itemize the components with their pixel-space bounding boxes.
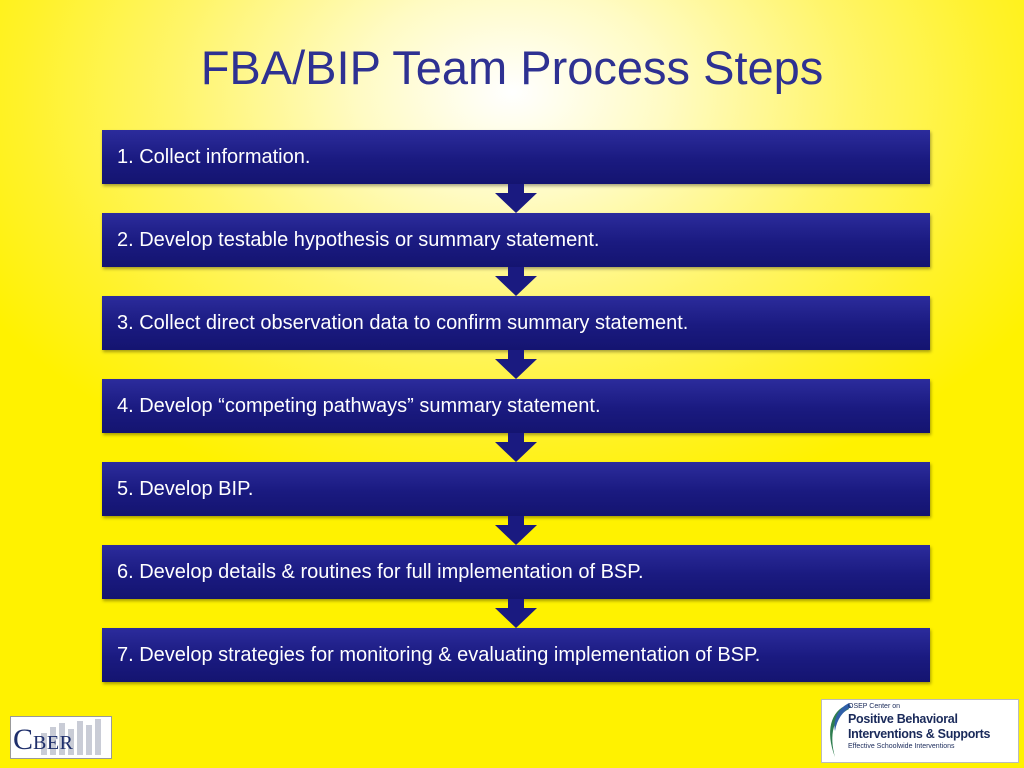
step-7-box: 7. Develop strategies for monitoring & e…	[102, 628, 930, 682]
step-1-connector	[102, 184, 930, 213]
pbis-logo: OSEP Center on Positive Behavioral Inter…	[821, 699, 1019, 763]
pbis-line-2: Positive Behavioral	[848, 712, 958, 726]
down-arrow-icon	[495, 184, 537, 213]
cber-wordmark: CBER	[13, 723, 73, 757]
step-6-connector	[102, 599, 930, 628]
step-3-connector	[102, 350, 930, 379]
pbis-line-1: OSEP Center on	[848, 703, 901, 710]
down-arrow-icon	[495, 267, 537, 296]
step-3-box: 3. Collect direct observation data to co…	[102, 296, 930, 350]
step-3-label: 3. Collect direct observation data to co…	[117, 311, 689, 334]
step-6-box: 6. Develop details & routines for full i…	[102, 545, 930, 599]
down-arrow-icon	[495, 433, 537, 462]
step-7-label: 7. Develop strategies for monitoring & e…	[117, 643, 761, 666]
bar-graphic-icon	[41, 719, 101, 755]
step-2-box: 2. Develop testable hypothesis or summar…	[102, 213, 930, 267]
step-5-box: 5. Develop BIP.	[102, 462, 930, 516]
step-5-connector	[102, 516, 930, 545]
process-steps: 1. Collect information. 2. Develop testa…	[102, 130, 930, 682]
slide-title: FBA/BIP Team Process Steps	[200, 41, 824, 94]
step-4-connector	[102, 433, 930, 462]
cber-initial: C	[13, 723, 34, 756]
down-arrow-icon	[495, 516, 537, 545]
step-2-label: 2. Develop testable hypothesis or summar…	[117, 228, 600, 251]
step-4-box: 4. Develop “competing pathways” summary …	[102, 379, 930, 433]
cber-logo: CBER	[10, 716, 112, 759]
step-5-label: 5. Develop BIP.	[117, 477, 254, 500]
step-2-connector	[102, 267, 930, 296]
cber-rest: BER	[33, 732, 74, 754]
step-6-label: 6. Develop details & routines for full i…	[117, 560, 644, 583]
pbis-line-3: Interventions & Supports	[848, 727, 991, 741]
pbis-swoosh-icon	[830, 703, 851, 757]
down-arrow-icon	[495, 599, 537, 628]
step-1-label: 1. Collect information.	[117, 145, 311, 168]
step-4-label: 4. Develop “competing pathways” summary …	[117, 394, 601, 417]
pbis-line-4: Effective Schoolwide Interventions	[848, 743, 955, 750]
step-1-box: 1. Collect information.	[102, 130, 930, 184]
down-arrow-icon	[495, 350, 537, 379]
